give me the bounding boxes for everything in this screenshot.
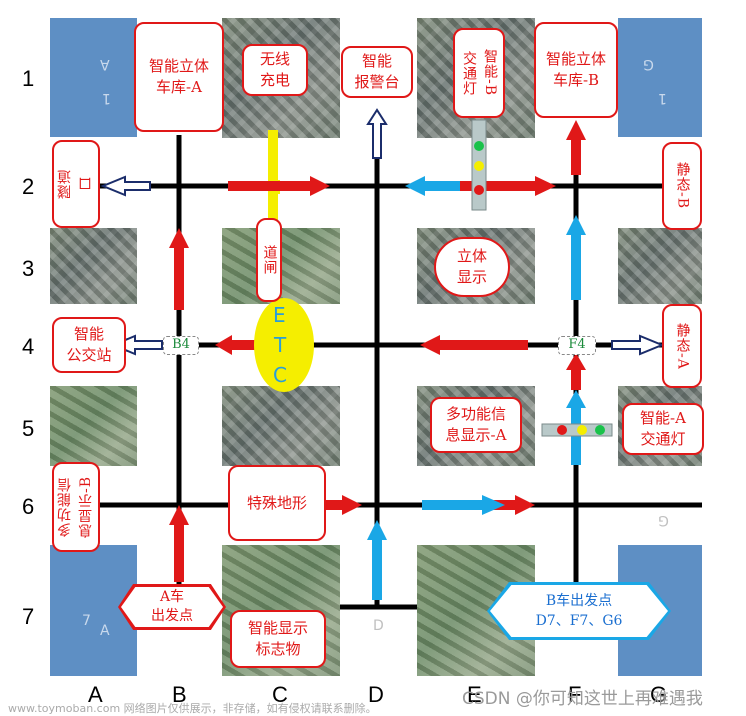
row-label-5: 5 [22,416,35,441]
red-arrow-b4 [215,335,264,355]
red-arrow-f1 [566,120,586,175]
aerial-block-a5 [50,386,137,466]
label-car-b-start: B车出发点 D7、F7、G6 [487,582,671,640]
label-info-display-b: 多功能信 息显示-B [52,462,100,552]
traffic-light-b-yellow [474,161,484,171]
traffic-light-b-green [474,141,484,151]
label-garage-a: 智能立体 车库-A [134,22,224,132]
label-car-b-start-inner: B车出发点 D7、F7、G6 [490,585,668,637]
aerial-block-a3 [50,228,137,304]
col-label-g: G [650,682,668,707]
blue-arrow-e6 [422,495,505,515]
label-stereo-display: 立体 显示 [434,237,510,297]
red-arrow-b6 [169,505,189,582]
label-traffic-light-a: 智能-A 交通灯 [622,403,704,455]
label-static-a: 静态-A [662,304,702,388]
row-label-1: 1 [22,66,35,91]
corner-block-top-right: G 1 [618,18,702,137]
blue-arrow-e2 [405,176,460,196]
row-label-2: 2 [22,174,35,199]
watermark-right: CSDN @你可知这世上再难遇我 [462,689,703,709]
red-arrow-e2 [450,176,556,196]
label-traffic-light-b: 智能-B 交通灯 [453,28,505,118]
label-special-terrain: 特殊地形 [228,465,326,541]
red-arrow-c2 [228,176,330,196]
etc-letter: C [273,363,287,387]
col-label-b: B [172,682,187,707]
traffic-light-b-red [474,185,484,195]
etc-letter: E [273,303,286,327]
label-gate: 道闸 [256,218,282,302]
red-arrow-b3 [169,228,189,310]
watermark-left: www.toymoban.com 网络图片仅供展示，非存储，如有侵权请联系删除。 [8,702,377,715]
col-label-d: D [368,682,384,707]
label-alarm-station: 智能 报警台 [341,46,413,98]
aerial-block-c5 [222,386,340,466]
col-label-e: E [467,682,482,707]
etc-yellow-ellipse [254,298,314,392]
blue-arrow-d6 [367,520,387,600]
outline-arrow-tunnel [100,175,151,197]
red-arrow-f4 [566,353,586,390]
row-label-6: 6 [22,494,35,519]
col-label-a: A [88,682,103,707]
label-garage-b: 智能立体 车库-B [534,22,618,118]
col-label-c: C [272,682,288,707]
row-label-4: 4 [22,334,35,359]
red-arrow-e6 [480,495,535,515]
label-wireless-charging: 无线 充电 [242,44,308,96]
corner-letter: A [100,623,110,639]
row-label-7: 7 [22,604,35,629]
label-tunnel: 隧道 口 [52,140,100,228]
mark-d7: D [373,618,384,634]
col-label-f: F [568,682,582,707]
node-b4: B4 [163,336,199,355]
node-f4: F4 [558,336,596,355]
etc-letter: T [274,333,287,357]
label-static-b: 静态-B [662,142,702,230]
wireless-charging-strip [268,130,278,220]
label-car-a-start-inner: A车 出发点 [121,587,223,627]
traffic-light-a-red [557,425,567,435]
mark-g6: G [658,512,669,528]
label-car-a-start: A车 出发点 [118,584,226,630]
row-label-3: 3 [22,256,35,281]
corner-block-top-left: A 1 [50,18,137,137]
label-bus-stop: 智能 公交站 [52,317,126,373]
outline-arrow-alarm [366,108,388,159]
aerial-block-g3 [618,228,702,304]
traffic-light-a-yellow [577,425,587,435]
label-info-display-a: 多功能信 息显示-A [430,397,522,453]
blue-arrow-f3 [566,215,586,300]
corner-number: 7 [82,613,91,629]
label-smart-sign: 智能显示 标志物 [230,610,326,668]
traffic-light-a-green [595,425,605,435]
red-arrow-e4 [420,335,528,355]
outline-arrow-static-a [611,334,665,356]
